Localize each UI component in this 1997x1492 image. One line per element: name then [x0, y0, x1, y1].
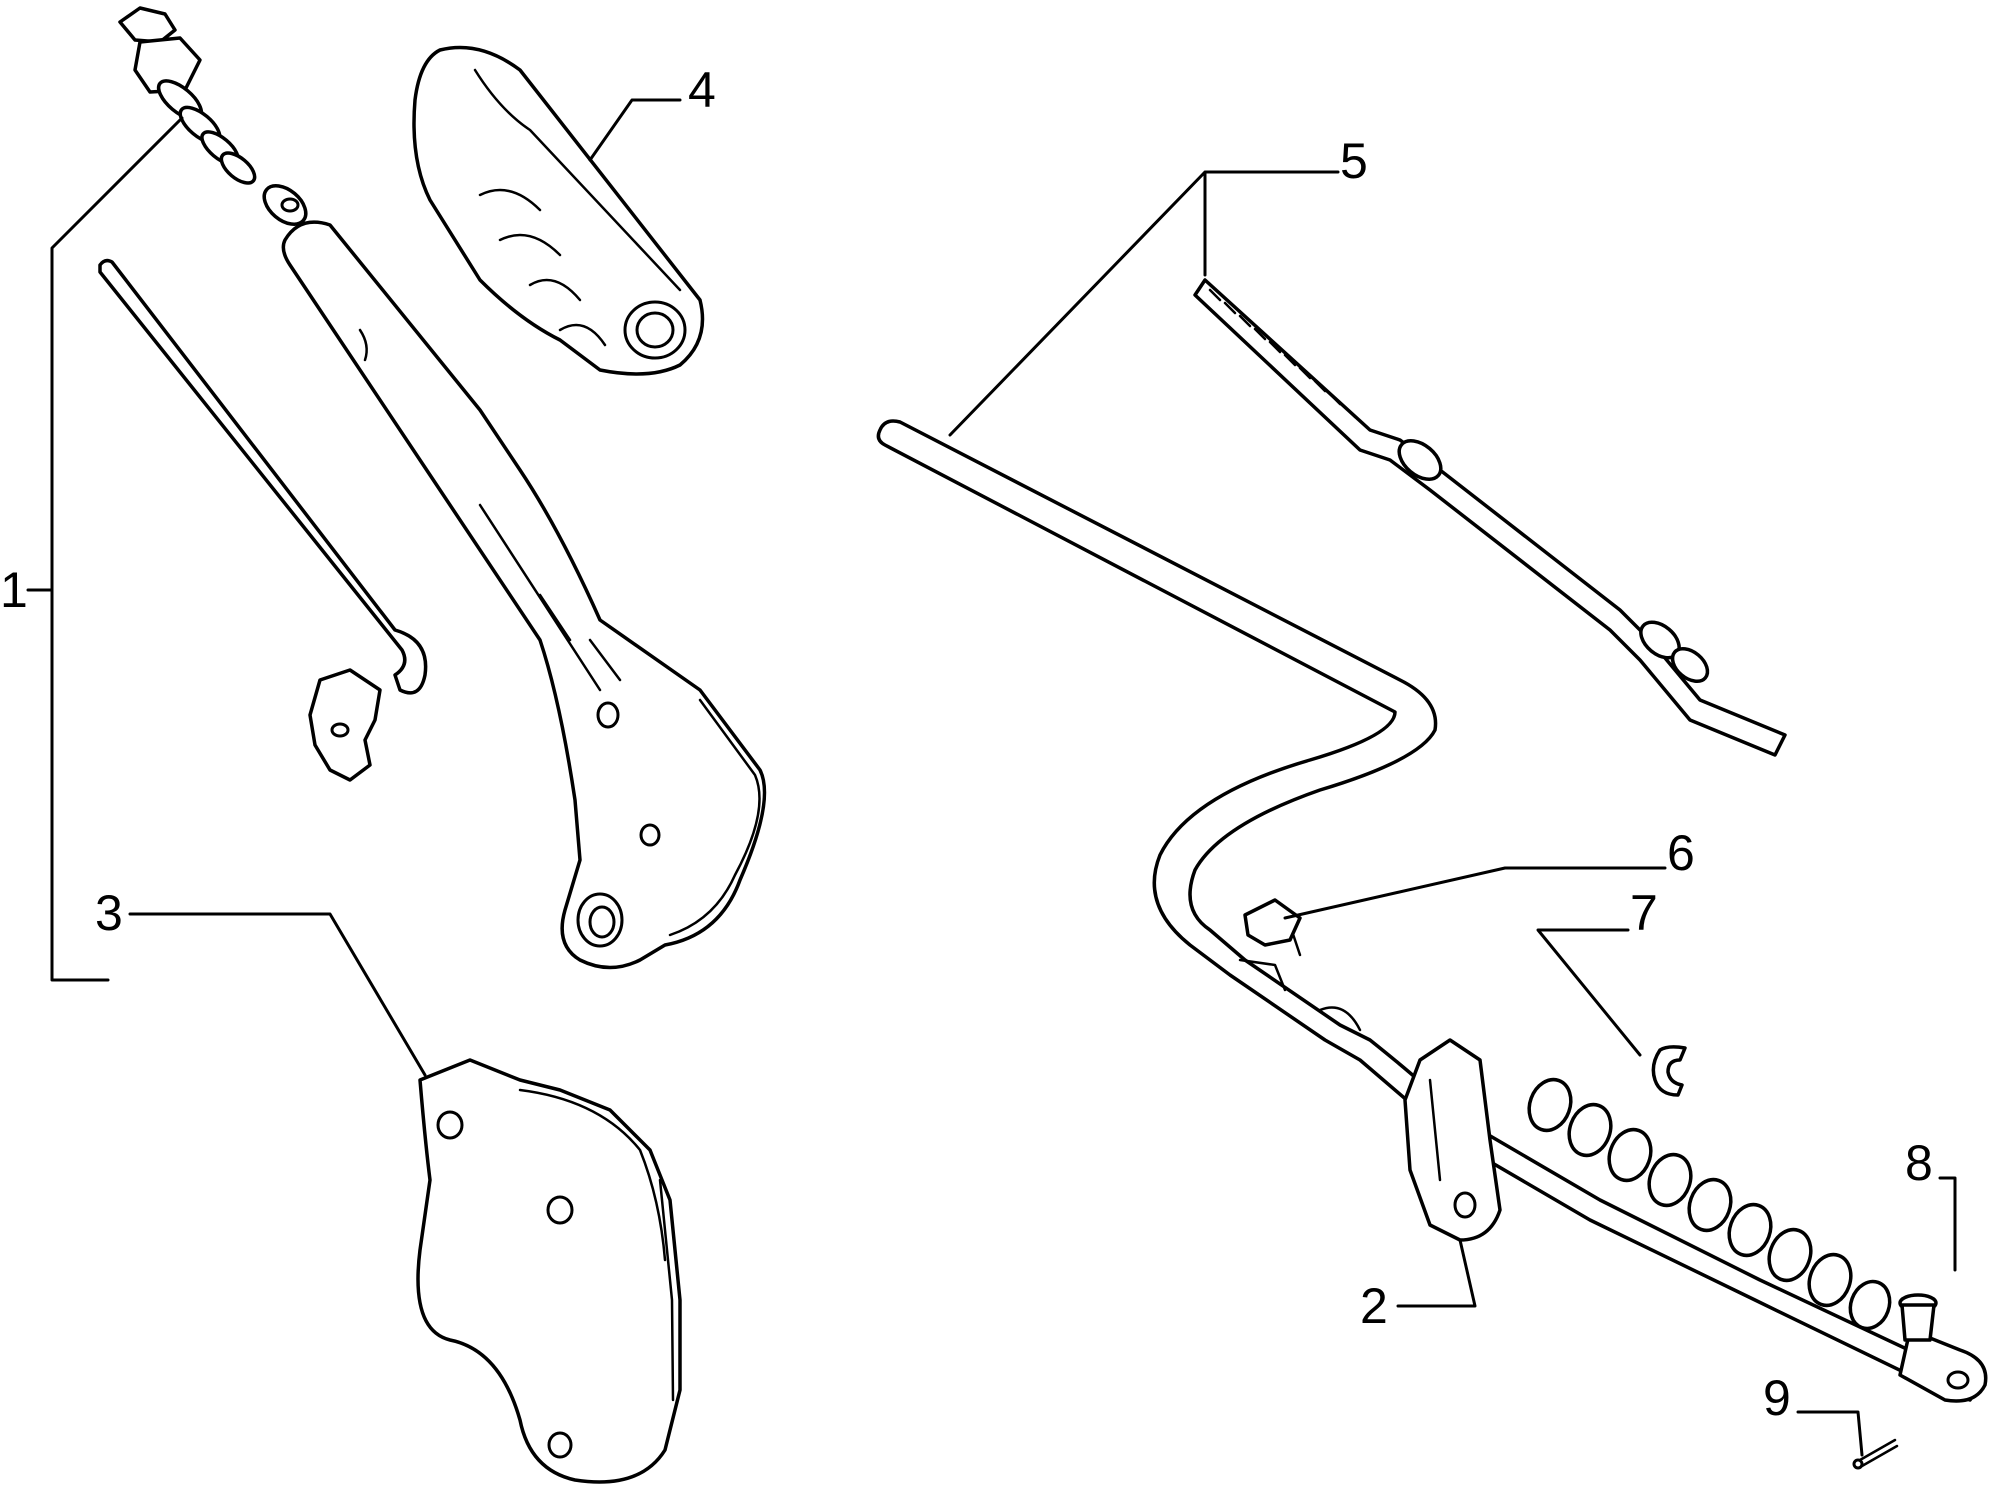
- cable-clip: [1243, 898, 1302, 947]
- release-rod: [98, 258, 428, 695]
- callout-1: 1: [0, 562, 28, 618]
- cable-bracket: [1403, 1038, 1502, 1242]
- callout-2: 2: [1360, 1278, 1388, 1334]
- callout-8: 8: [1905, 1135, 1933, 1191]
- brake-cable-front: [1193, 278, 1787, 757]
- lever-handle-grip: [412, 45, 705, 376]
- lever-body: [281, 220, 767, 970]
- callout-9: 9: [1763, 1370, 1791, 1426]
- split-pin: [1852, 1438, 1899, 1470]
- callout-labels: 1 2 3 4 5 6 7 8 9: [0, 62, 1933, 1426]
- brake-cable-rear: [876, 419, 1988, 1403]
- ratchet-sector-plate: [416, 1058, 682, 1484]
- handbrake-lever-assembly: [98, 6, 767, 970]
- callout-4: 4: [688, 62, 716, 118]
- clevis-pin: [1898, 1293, 1938, 1342]
- lever-top-spring: [118, 6, 308, 226]
- leader-lines: [26, 98, 1957, 1457]
- callout-5: 5: [1340, 133, 1368, 189]
- callout-3: 3: [95, 885, 123, 941]
- callout-7: 7: [1630, 885, 1658, 941]
- callout-6: 6: [1667, 825, 1695, 881]
- circlip: [1651, 1045, 1687, 1097]
